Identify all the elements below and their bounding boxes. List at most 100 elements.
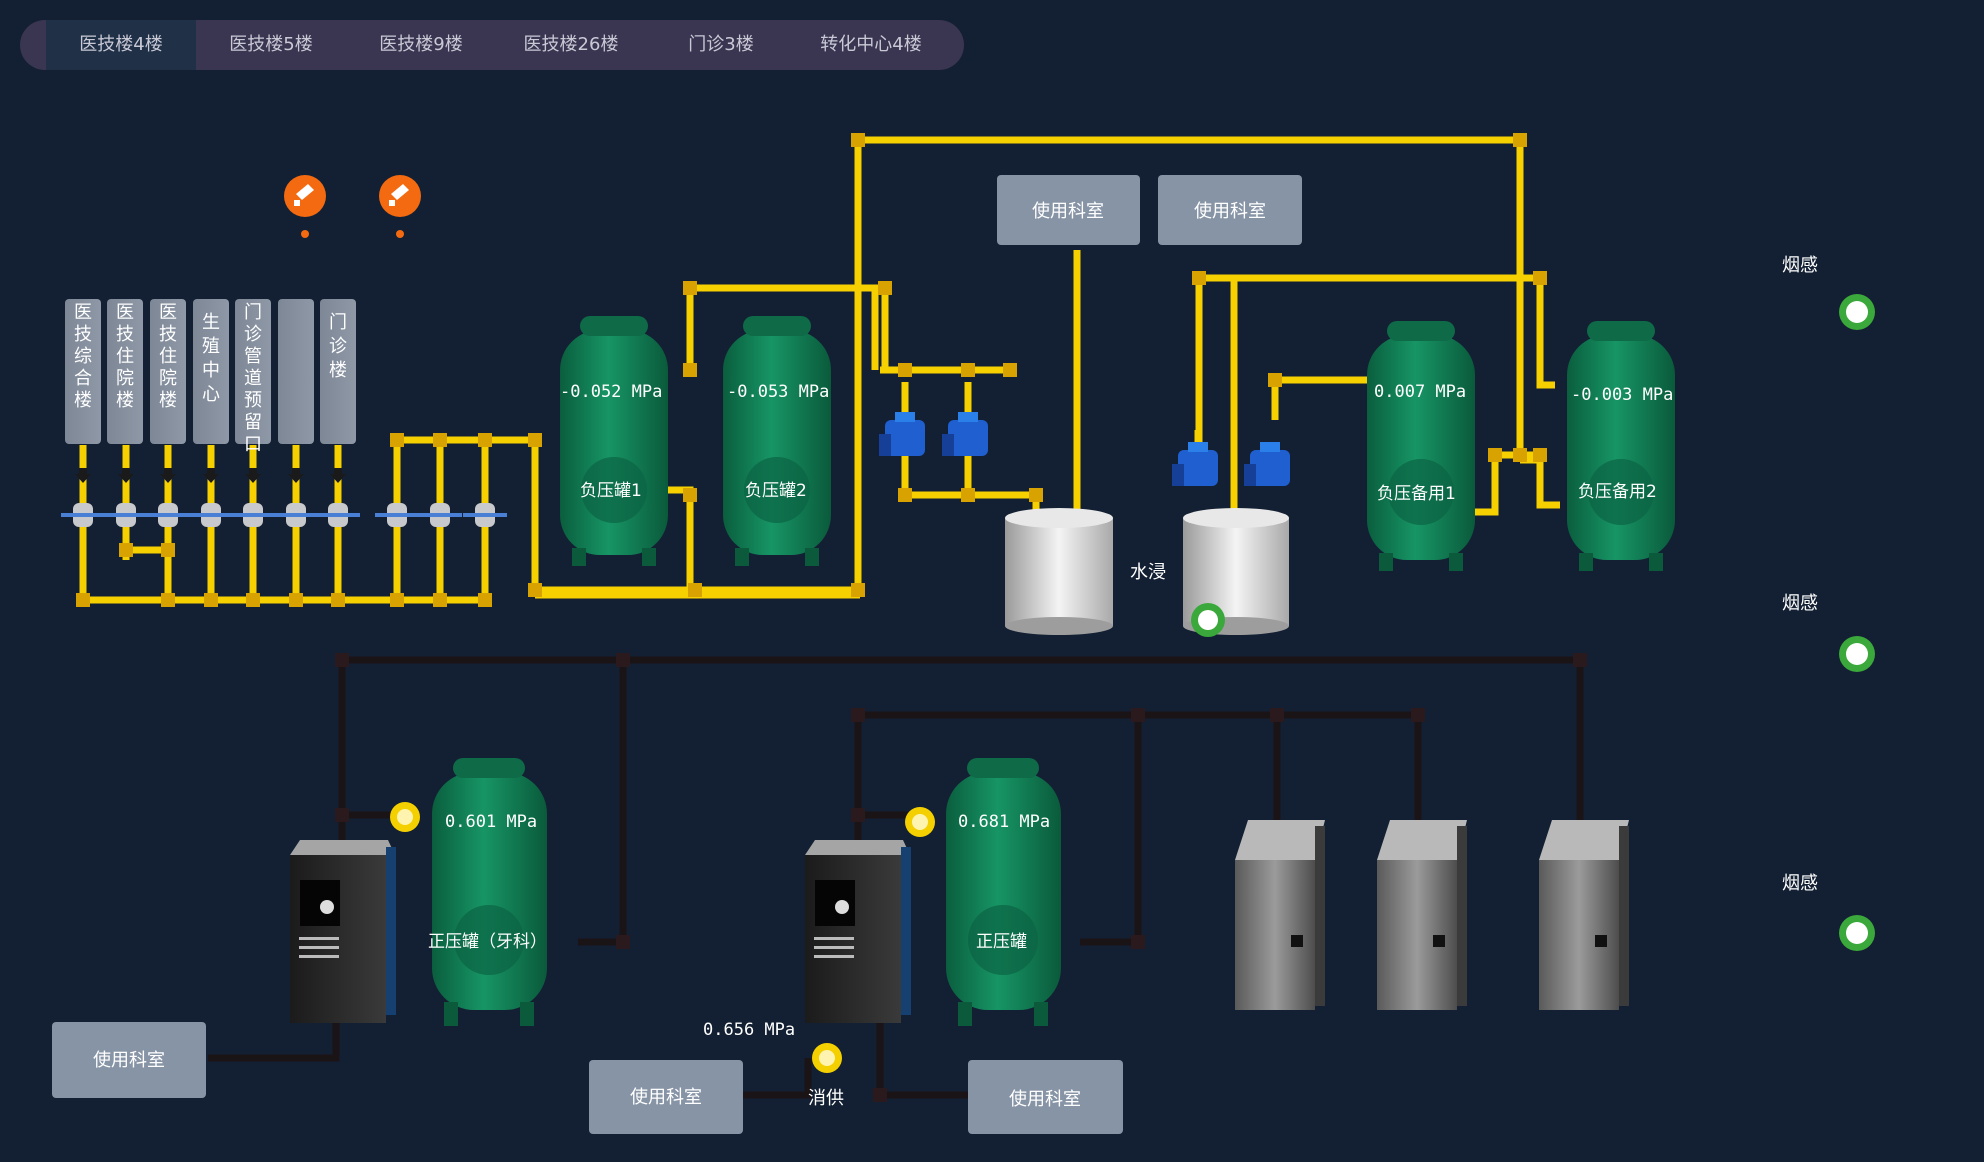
column-label-char: 门 [329, 312, 347, 333]
column-label-char: 综 [74, 346, 92, 367]
compressor-1[interactable] [290, 840, 396, 1023]
column-box [150, 299, 186, 444]
tab-transform-center-4f[interactable]: 转化中心4楼 [820, 34, 922, 55]
column-box [278, 299, 314, 444]
smoke-sensor-label-1: 烟感 [1782, 255, 1818, 276]
pump-icon [1244, 442, 1290, 486]
room-label: 使用科室 [1032, 201, 1104, 222]
pump-icon [879, 412, 925, 456]
tank-neg2[interactable]: -0.053 MPa 负压罐2 [723, 316, 831, 566]
smoke-sensor-status-3[interactable] [1839, 915, 1875, 951]
smoke-sensor-label-3: 烟感 [1782, 873, 1818, 894]
column-label-char: 楼 [116, 390, 134, 411]
tank-spare2[interactable]: -0.003 MPa 负压备用2 [1567, 321, 1675, 571]
room-label: 使用科室 [630, 1087, 702, 1108]
room-box-bottom-mid[interactable]: 使用科室 [589, 1060, 743, 1134]
room-box-top2[interactable]: 使用科室 [1158, 175, 1302, 245]
bucket-1 [1005, 508, 1113, 635]
column-box [320, 299, 356, 444]
room-label: 使用科室 [1194, 201, 1266, 222]
smoke-sensor-label-2: 烟感 [1782, 593, 1818, 614]
tank-neg1-name: 负压罐1 [580, 481, 642, 501]
dark-pipe-joints [335, 653, 1587, 1102]
column-label-char: 楼 [159, 390, 177, 411]
column-label-char: 技 [159, 324, 177, 345]
smoke-sensor-status-1[interactable] [1839, 294, 1875, 330]
room-label: 使用科室 [1009, 1089, 1081, 1110]
column-box [65, 299, 101, 444]
room-box-bottom-left[interactable]: 使用科室 [52, 1022, 206, 1098]
tank-neg2-name: 负压罐2 [745, 481, 807, 501]
tank-spare1[interactable]: 0.007 MPa 负压备用1 [1367, 321, 1475, 571]
column-label-char: 留 [244, 412, 262, 433]
pump-icon [1172, 442, 1218, 486]
pressure-sensor-1[interactable] [390, 802, 420, 832]
dryer-cabinet-2[interactable] [1377, 820, 1467, 1010]
column-label-char: 诊 [244, 324, 262, 345]
tab-building-26f[interactable]: 医技楼26楼 [523, 34, 619, 55]
column-label-char: 诊 [329, 336, 347, 357]
tank-pos-dental-name: 正压罐（牙科） [428, 932, 547, 952]
column-label-char: 合 [74, 368, 92, 389]
column-box [107, 299, 143, 444]
column-label-char: 殖 [202, 335, 220, 357]
column-label-char: 医 [159, 302, 177, 323]
camera-marker-2[interactable] [379, 175, 421, 238]
tank-pos-dental-pressure: 0.601 MPa [445, 812, 537, 832]
column-box [235, 299, 271, 444]
tank-pos[interactable]: 0.681 MPa 正压罐 [946, 758, 1061, 1026]
column-label-char: 门 [244, 302, 262, 323]
tank-pos-name: 正压罐 [976, 932, 1027, 952]
dryer-cabinet-1[interactable] [1235, 820, 1325, 1010]
column-label-char: 住 [159, 346, 177, 367]
column-label-char: 管 [244, 346, 262, 367]
building-tab-bar: 医技楼4楼 医技楼5楼 医技楼9楼 医技楼26楼 门诊3楼 转化中心4楼 [20, 20, 964, 70]
column-label-char: 中 [202, 360, 220, 381]
tab-building-5f[interactable]: 医技楼5楼 [229, 34, 313, 55]
column-label-char: 楼 [329, 360, 347, 381]
water-leak-status-indicator[interactable] [1191, 603, 1225, 637]
dryer-cabinet-3[interactable] [1539, 820, 1629, 1010]
column-label-char: 技 [74, 324, 92, 345]
inlet-valves [61, 503, 507, 527]
column-box [193, 299, 229, 444]
room-box-bottom-right[interactable]: 使用科室 [968, 1060, 1123, 1134]
column-label-char: 院 [159, 368, 177, 389]
vacuum-pumps [879, 412, 1290, 486]
compressor-2[interactable] [805, 840, 911, 1023]
tank-pos-pressure: 0.681 MPa [958, 812, 1050, 832]
pressure-sensor-2[interactable] [905, 807, 935, 837]
column-label-char: 口 [244, 434, 262, 455]
tank-spare2-name: 负压备用2 [1578, 482, 1657, 502]
tank-neg1[interactable]: -0.052 MPa 负压罐1 [560, 316, 668, 566]
supply-pressure: 0.656 MPa [703, 1020, 795, 1040]
tank-pos-dental[interactable]: 0.601 MPa 正压罐（牙科） [428, 758, 547, 1026]
tank-spare1-name: 负压备用1 [1377, 484, 1456, 504]
column-label-char: 医 [116, 302, 134, 323]
smoke-sensor-status-2[interactable] [1839, 636, 1875, 672]
room-label: 使用科室 [93, 1050, 165, 1071]
tank-neg2-pressure: -0.053 MPa [727, 382, 829, 402]
pipe-joints [76, 133, 1547, 607]
column-label-char: 心 [202, 384, 220, 405]
tab-building-4f[interactable]: 医技楼4楼 [46, 20, 196, 70]
pump-icon [942, 412, 988, 456]
tank-neg1-pressure: -0.052 MPa [560, 382, 662, 402]
camera-marker-1[interactable] [284, 175, 326, 238]
column-label-char: 院 [116, 368, 134, 389]
column-label-char: 楼 [74, 390, 92, 411]
supply-sensor[interactable] [812, 1043, 842, 1073]
flow-arrows [75, 468, 346, 483]
tank-spare1-pressure: 0.007 MPa [1374, 382, 1466, 402]
water-leak-label: 水浸 [1130, 562, 1166, 583]
supply-label: 消供 [808, 1088, 844, 1109]
room-box-top1[interactable]: 使用科室 [997, 175, 1140, 245]
column-label-char: 生 [202, 312, 220, 333]
tab-clinic-3f[interactable]: 门诊3楼 [688, 34, 754, 55]
column-label-char: 医 [74, 302, 92, 323]
column-label-char: 预 [244, 390, 262, 411]
column-label-char: 住 [116, 346, 134, 367]
tab-building-9f[interactable]: 医技楼9楼 [379, 34, 463, 55]
